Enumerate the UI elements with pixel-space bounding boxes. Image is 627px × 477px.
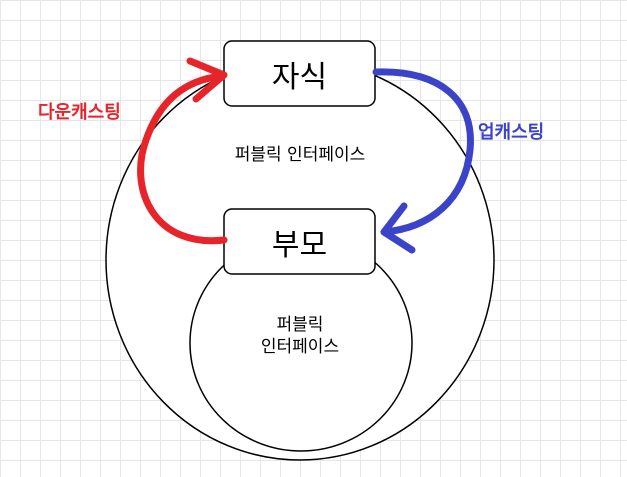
- outer-interface-label: 퍼블릭 인터페이스: [234, 145, 366, 165]
- inner-interface-label: 퍼블릭 인터페이스: [260, 315, 340, 358]
- upcast-label: 업캐스팅: [478, 122, 545, 143]
- upcast-arrow: [372, 68, 474, 254]
- child-box-label: 자식: [271, 59, 328, 95]
- parent-box-label: 부모: [271, 227, 328, 263]
- downcast-arrow: [137, 57, 228, 245]
- downcast-label: 다운캐스팅: [38, 102, 121, 123]
